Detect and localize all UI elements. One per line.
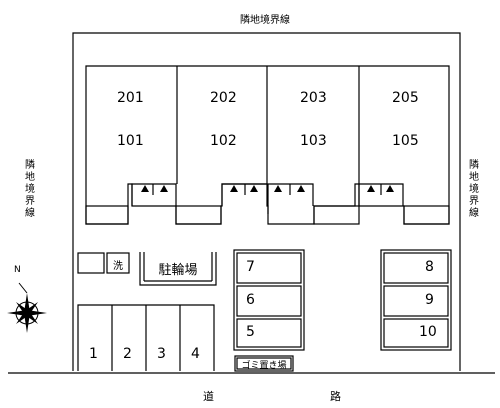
unit-102-label: 102 (210, 133, 237, 149)
parking-2-label: 2 (123, 346, 132, 362)
left-boundary-label: 隣地境界線 (25, 160, 35, 219)
parking-3-label: 3 (157, 346, 166, 362)
parking-9-label: 9 (425, 292, 434, 308)
unit-105-label: 105 (392, 133, 419, 149)
unit-103-label: 103 (300, 133, 327, 149)
parking-7-label: 7 (246, 259, 255, 275)
top-boundary-label: 隣地境界線 (240, 15, 290, 26)
right-boundary-label: 隣地境界線 (469, 160, 479, 219)
unit-201-label: 201 (117, 90, 144, 106)
parking-5-label: 5 (246, 324, 255, 340)
parking-10-label: 10 (419, 324, 437, 340)
unit-203-label: 203 (300, 90, 327, 106)
bicycle-parking-label: 駐輪場 (158, 263, 198, 278)
laundry-box-wash (106, 252, 130, 274)
parking-lot-right (380, 249, 452, 351)
garbage-area-box (234, 355, 294, 372)
property-boundary (72, 32, 461, 371)
unit-205-label: 205 (392, 90, 419, 106)
parking-lot-center (233, 249, 305, 351)
door-markers (141, 185, 394, 192)
unit-101-label: 101 (117, 133, 144, 149)
north-label: N (14, 265, 21, 275)
compass-icon (7, 282, 47, 333)
building-outline (85, 65, 450, 225)
laundry-box (77, 252, 105, 274)
road-label-right: 路 (330, 390, 341, 403)
parking-6-label: 6 (246, 292, 255, 308)
bicycle-parking-shelter (139, 252, 217, 286)
parking-1-label: 1 (89, 346, 98, 362)
parking-4-label: 4 (191, 346, 200, 362)
parking-8-label: 8 (425, 259, 434, 275)
road-label-left: 道 (203, 390, 214, 403)
wash-label: 洗 (113, 261, 123, 272)
garbage-area-label: ゴミ置き場 (241, 361, 287, 371)
unit-202-label: 202 (210, 90, 237, 106)
